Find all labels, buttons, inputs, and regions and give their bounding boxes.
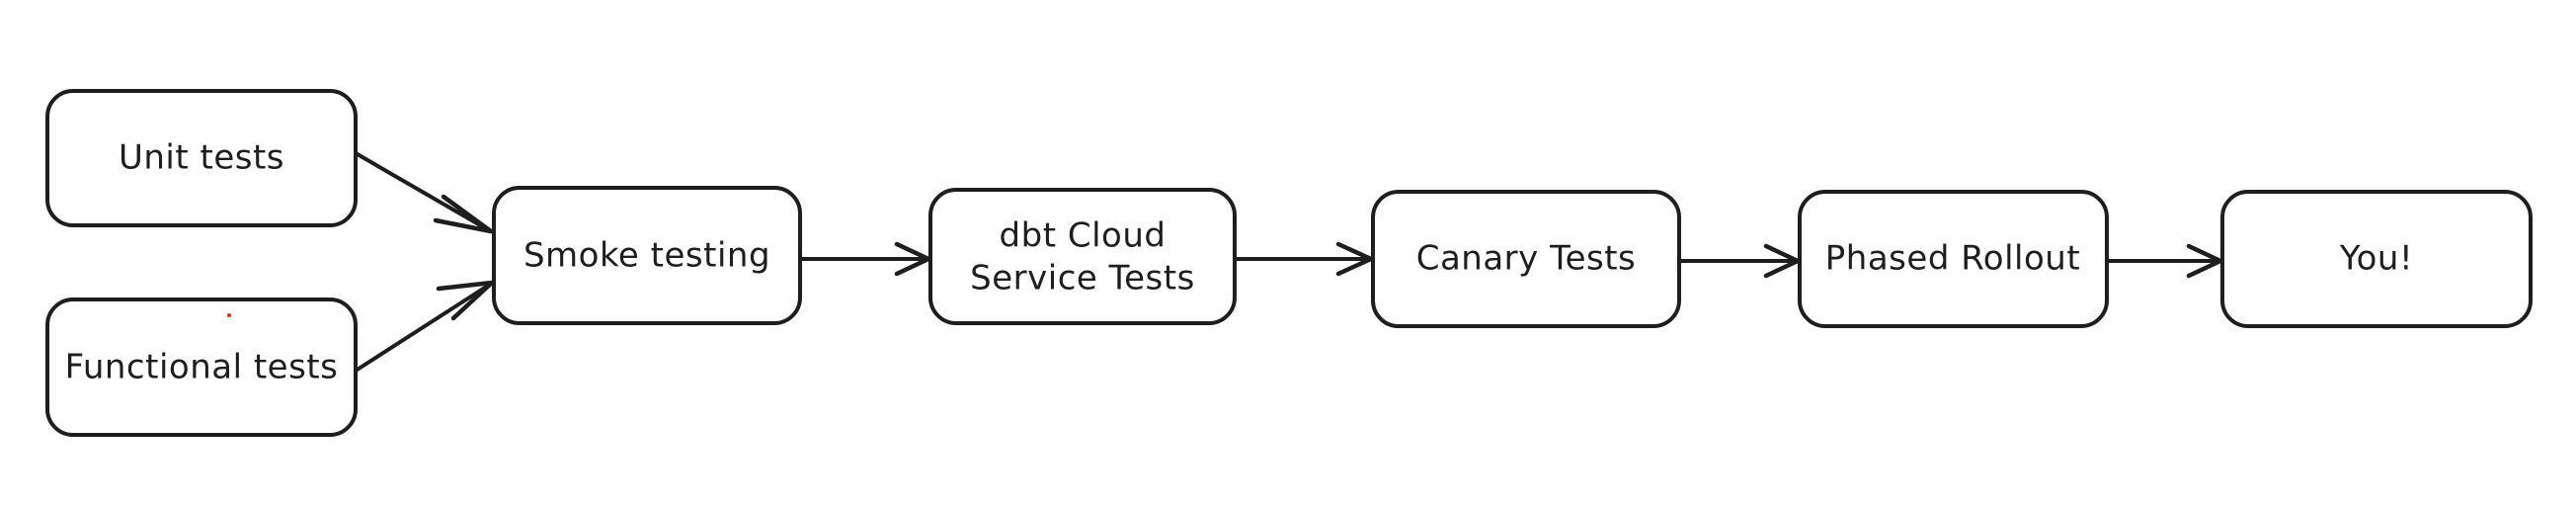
node-phased-rollout-shape	[1798, 190, 2109, 328]
node-smoke-testing-label: Smoke testing	[523, 236, 770, 276]
node-smoke-testing[interactable]: Smoke testing	[492, 186, 802, 325]
node-phased-rollout-label: Phased Rollout	[1825, 239, 2080, 279]
node-canary-tests-shape	[1371, 190, 1681, 328]
edge-phased-to-you[interactable]	[2107, 243, 2223, 279]
node-unit-tests[interactable]: Unit tests	[45, 89, 358, 227]
edge-dbt-to-canary[interactable]	[1235, 241, 1374, 277]
node-you-label: You!	[2339, 239, 2413, 279]
node-unit-tests-shape	[45, 89, 358, 227]
edge-functional-to-smoke-line	[354, 282, 493, 373]
edge-unit-to-smoke-arrowhead	[433, 194, 494, 234]
node-functional-tests[interactable]: Functional tests	[45, 298, 358, 437]
node-you-shape	[2220, 190, 2533, 328]
node-dbt-cloud-service-tests-shape	[928, 188, 1237, 325]
edge-smoke-to-dbt[interactable]	[800, 241, 931, 277]
node-functional-tests-shape	[45, 298, 358, 437]
node-dbt-cloud-service-tests[interactable]: dbt Cloud Service Tests	[928, 188, 1237, 325]
edge-unit-to-smoke-line	[354, 151, 491, 232]
node-smoke-testing-shape	[492, 186, 802, 325]
node-canary-tests-label: Canary Tests	[1416, 239, 1637, 279]
red-speck-artifact	[227, 313, 231, 317]
node-functional-tests-label: Functional tests	[65, 348, 339, 387]
node-unit-tests-label: Unit tests	[119, 138, 284, 178]
edge-canary-to-phased[interactable]	[1679, 243, 1801, 279]
node-dbt-cloud-service-tests-label-line2: Service Tests	[970, 259, 1195, 298]
node-dbt-cloud-service-tests-label-line1: dbt Cloud	[1000, 216, 1167, 256]
edge-functional-to-smoke[interactable]	[354, 280, 495, 373]
node-you[interactable]: You!	[2220, 190, 2533, 328]
edge-unit-to-smoke[interactable]	[354, 151, 494, 234]
node-phased-rollout[interactable]: Phased Rollout	[1798, 190, 2109, 328]
node-canary-tests[interactable]: Canary Tests	[1371, 190, 1681, 328]
